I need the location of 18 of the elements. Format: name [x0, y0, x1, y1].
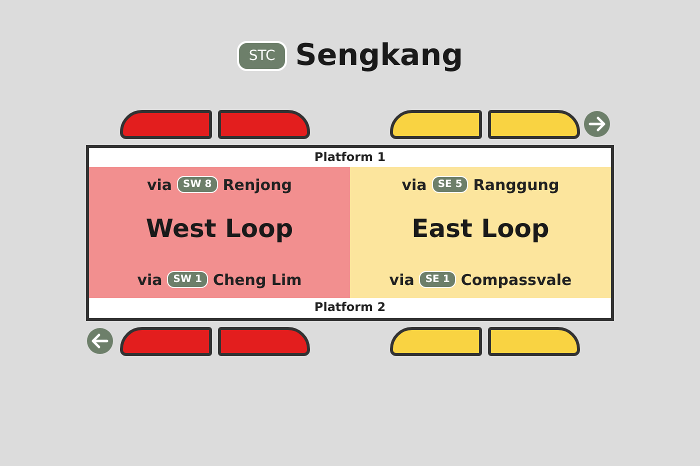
station-code-badge: SE 5	[432, 176, 468, 194]
station-code-badge: SW 8	[177, 176, 218, 194]
station-code-badge: SW 1	[167, 271, 208, 288]
station-name: Cheng Lim	[212, 270, 302, 289]
via-text: via	[147, 176, 172, 194]
service-name: East Loop	[410, 214, 550, 243]
via-text: via	[402, 176, 427, 194]
station-title: Sengkang	[295, 38, 464, 73]
station-name: Ranggung	[473, 176, 560, 194]
via-text: via	[137, 270, 162, 289]
service-name: West Loop	[144, 214, 294, 243]
station-code-badge: SE 1	[419, 271, 456, 288]
service-area	[89, 167, 350, 298]
station-code-badge: STC	[236, 40, 288, 70]
station-name: Renjong	[222, 176, 292, 194]
station-name: Compassvale	[460, 270, 572, 289]
via-text: via	[389, 270, 414, 289]
service-area	[350, 167, 611, 298]
